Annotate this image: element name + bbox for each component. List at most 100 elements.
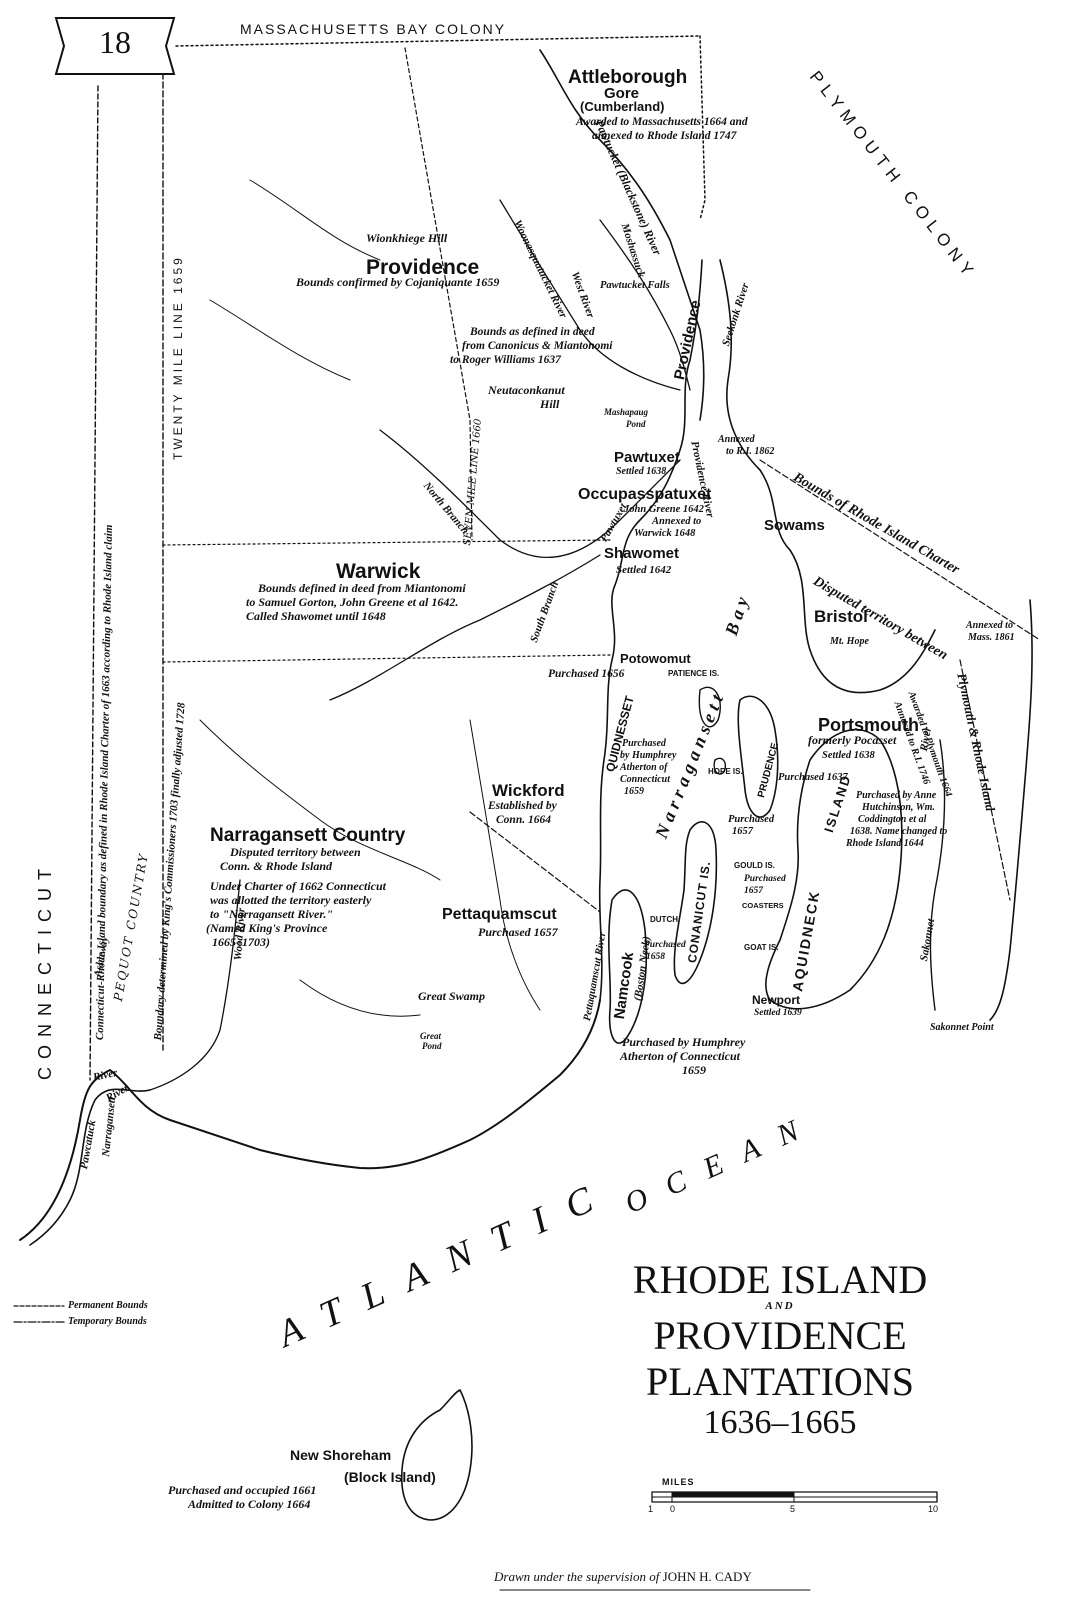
twenty-mile-line-label: TWENTY MILE LINE 1659 <box>171 255 185 460</box>
occupasspatuxet-label: Occupasspatuxet <box>578 486 712 503</box>
narragansett-note-4: was allotted the territory easterly <box>210 893 372 907</box>
warwick-note-3: Called Shawomet until 1648 <box>246 609 386 623</box>
great-swamp-label: Great Swamp <box>418 989 486 1003</box>
pocasset-label: formerly Pocasset <box>808 733 897 747</box>
anne-note-2: Hutchinson, Wm. <box>862 802 935 813</box>
mt-hope-label: Mt. Hope <box>830 636 869 647</box>
disputed-line <box>759 459 1041 641</box>
annexed-mass-label-2: Mass. 1861 <box>968 632 1015 643</box>
narragansett-note-7: 1665–1703) <box>212 935 270 949</box>
pawtuxet-north-branch <box>379 429 681 559</box>
credit-prefix: Drawn under the supervision of <box>494 1569 660 1584</box>
ct-ri-claim-line <box>89 85 99 1081</box>
potowomut-label: Potowomut <box>620 651 691 666</box>
stream <box>299 979 421 1017</box>
annexed-mass-label-1: Annexed to <box>966 620 1013 631</box>
wickford-label: Wickford <box>492 781 565 800</box>
quidnesset-note-4: Connecticut <box>620 774 671 785</box>
block-island-note-1: Purchased and occupied 1661 <box>168 1483 317 1497</box>
blackstone-river <box>539 49 705 421</box>
pawtuxet-south-branch <box>329 554 601 701</box>
bay-east-shore <box>719 259 936 694</box>
scale-tick-5: 5 <box>790 1504 796 1514</box>
shawomet-label: Shawomet <box>604 545 680 562</box>
great-pond-label-1: Great <box>420 1031 441 1041</box>
providence-bounds-note: Bounds confirmed by Cojaniquante 1659 <box>296 275 500 289</box>
sakonnet-point-label: Sakonnet Point <box>930 1022 994 1033</box>
pawtucket-falls-label: Pawtucket Falls <box>600 280 670 291</box>
narragansett-note-1: Disputed territory between <box>230 845 361 859</box>
gould-note-2: 1657 <box>744 886 763 896</box>
aquidneck-island <box>765 728 903 1010</box>
mashapaug-label-1: Mashapaug <box>604 407 649 417</box>
pawtuxet-label: Pawtuxet <box>614 449 680 466</box>
narragansett-note-5: to "Narragansett River." <box>210 907 333 921</box>
stream <box>199 719 441 881</box>
neutaconkanut-label-1: Neutaconkanut <box>488 383 565 397</box>
anne-note-4: 1638. Name changed to <box>850 826 948 837</box>
pettaquamscut-label: Pettaquamscut <box>442 906 557 923</box>
occupasspatuxet-note-2: Annexed to <box>652 516 702 527</box>
quidnesset-note-2: by Humphrey <box>620 750 677 761</box>
woonasquatucket-river <box>499 199 681 391</box>
portsmouth-label: Portsmouth <box>818 715 919 735</box>
seven-mile-line <box>404 47 473 541</box>
east-bay-boundary <box>699 35 706 221</box>
newport-label: Newport <box>752 993 800 1007</box>
boston-neck <box>608 889 648 1044</box>
attleborough-note-2: annexed to Rhode Island 1747 <box>592 130 737 142</box>
goat-is-label: GOAT IS. <box>744 943 779 952</box>
namcook-note-1: Purchased by Humphrey <box>622 1035 746 1049</box>
stream <box>469 719 541 1011</box>
patience-island <box>698 686 721 728</box>
credit-name: JOHN H. CADY <box>662 1569 752 1584</box>
warwick-label: Warwick <box>336 560 421 583</box>
gore-label: Gore <box>604 85 640 102</box>
occupasspatuxet-note-1: John Greene 1642 <box>624 504 704 515</box>
plate-number: 18 <box>56 16 174 74</box>
warwick-note-2: to Samuel Gorton, John Greene et al 1642… <box>246 595 459 609</box>
legend-permanent: Permanent Bounds <box>68 1300 148 1311</box>
block-island-note-2: Admitted to Colony 1664 <box>188 1497 311 1511</box>
conanicut-note-2: 1657 <box>732 826 753 837</box>
map-title-line-2: AND <box>765 1300 795 1312</box>
conanicut-note-1: Purchased <box>728 814 775 825</box>
map-title-line-1: RHODE ISLAND <box>632 1257 928 1302</box>
coasters-label: COASTERS <box>742 901 784 910</box>
attleborough-label: Attleborough <box>568 67 688 88</box>
plate-banner <box>54 17 176 75</box>
patience-is-label: PATIENCE IS. <box>668 669 720 678</box>
moshassuck-river <box>599 219 691 391</box>
newport-note: Settled 1639 <box>754 1008 802 1018</box>
map-title-line-3: PROVIDENCE <box>653 1313 907 1358</box>
quidnesset-note-5: 1659 <box>624 786 644 797</box>
quidnesset-note-3: Atherton of <box>620 762 668 773</box>
annexed-ri-1862-label-1: Annexed <box>718 434 755 445</box>
map-title-years: 1636–1665 <box>703 1404 857 1441</box>
plate-number-text: 18 <box>99 24 131 60</box>
dutch-is-label: DUTCH <box>650 915 678 924</box>
bristol-label: Bristol <box>814 607 868 626</box>
attleborough-note-1: Awarded to Massachusetts 1664 and <box>576 116 748 128</box>
hope-island <box>713 757 726 775</box>
wood-river <box>149 879 241 1091</box>
scale-tick-0: 0 <box>670 1504 676 1514</box>
stream <box>249 179 381 261</box>
namcook-note-2: Atherton of Connecticut <box>620 1049 741 1063</box>
atherton-line <box>469 811 601 913</box>
mashapaug-label-2: Pond <box>626 419 646 429</box>
scale-tick-1: 1 <box>648 1504 654 1514</box>
neutaconkanut-label-2: Hill <box>540 397 560 411</box>
narragansett-note-3: Under Charter of 1662 Connecticut <box>210 879 387 893</box>
connecticut-label: CONNECTICUT <box>35 861 55 1080</box>
south-coastline <box>19 999 601 1241</box>
gould-is-label: GOULD IS. <box>734 861 775 870</box>
quidnesset-note-1: Purchased <box>622 738 666 749</box>
pawcatuck-river <box>29 1088 151 1246</box>
cumberland-label: (Cumberland) <box>580 99 665 114</box>
dutch-note-2: 1658 <box>646 952 665 962</box>
credit-line: Drawn under the supervision of JOHN H. C… <box>494 1569 752 1584</box>
pettaquamscut-note: Purchased 1657 <box>478 925 558 939</box>
narragansett-note-6: (Named King's Province <box>206 921 328 935</box>
